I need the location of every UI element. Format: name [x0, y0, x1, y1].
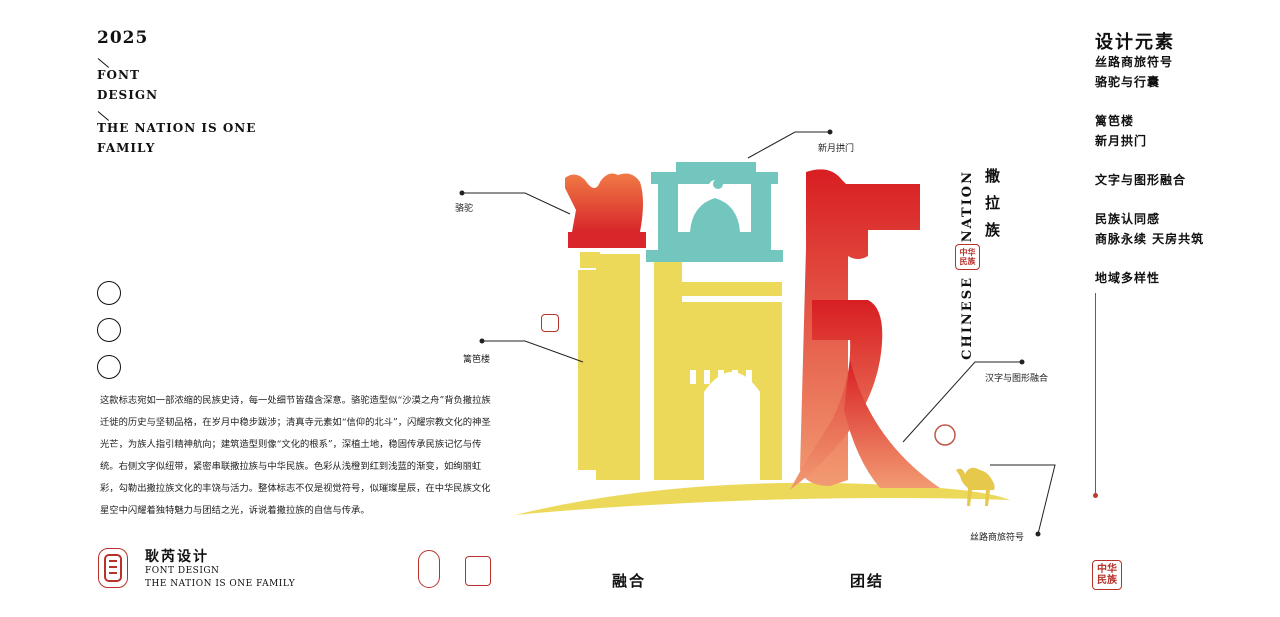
brand-sub1: FONT DESIGN: [145, 566, 220, 576]
header-design: DESIGN: [97, 88, 159, 102]
fence-building-block: [578, 252, 782, 480]
year-label: 2025: [97, 28, 149, 48]
right-item: 篱笆楼: [1095, 114, 1135, 128]
header-family: FAMILY: [97, 141, 156, 155]
right-item: 文字与图形融合: [1095, 173, 1187, 187]
red-character-block: [790, 169, 940, 490]
seal-char: 族: [1107, 575, 1117, 586]
right-accent-dot: [1093, 493, 1098, 498]
callout-fusion: 汉字与图形融合: [985, 374, 1049, 384]
camel-block: [565, 173, 646, 248]
brand-title: 耿芮设计: [145, 549, 209, 565]
word-fusion: 融合: [612, 572, 647, 590]
right-item: 骆驼与行囊: [1095, 75, 1161, 89]
vertical-nation: NATION: [960, 170, 975, 243]
round-emblem-icon: [934, 424, 956, 446]
right-item: 丝路商旅符号: [1095, 55, 1174, 69]
seal-pattern-icon: [104, 554, 122, 582]
seal-char: 民: [959, 256, 968, 266]
callout-camel: 骆驼: [455, 204, 474, 214]
seal-char: 华: [1107, 564, 1117, 575]
brand-sub2: THE NATION IS ONE FAMILY: [145, 579, 296, 589]
round-seal-icon: [418, 550, 440, 588]
square-seal-icon: [465, 556, 491, 586]
circle-ornament: [97, 281, 121, 305]
callout-silk-road: 丝路商旅符号: [970, 533, 1025, 543]
right-item: 商脉永续 天房共筑: [1095, 232, 1205, 246]
callout-lines: [462, 131, 1056, 535]
vertical-ethnic-name: 撒拉族: [983, 168, 1001, 249]
callout-moon-arch: 新月拱门: [818, 144, 855, 154]
small-camel-icon: [956, 467, 995, 506]
circle-ornament: [97, 318, 121, 342]
seal-char: 族: [967, 256, 976, 266]
header-nation: THE NATION IS ONE: [97, 121, 257, 135]
brand-seal-icon: [98, 548, 128, 588]
nation-seal-icon: 中华 民族: [1092, 560, 1122, 590]
seal-stamp-icon: [541, 314, 559, 332]
word-unity: 团结: [850, 572, 885, 590]
seal-char: 中: [1097, 564, 1107, 575]
vertical-chinese: CHINESE: [960, 276, 975, 360]
seal-char: 中: [959, 247, 968, 257]
callout-dots: [459, 129, 1041, 537]
header-font: FONT: [97, 68, 140, 82]
right-item: 地域多样性: [1095, 271, 1161, 285]
mosque-block: [646, 162, 783, 262]
nation-seal-icon: 中华 民族: [955, 244, 980, 270]
right-item: 新月拱门: [1095, 134, 1148, 148]
right-accent-line: [1095, 293, 1096, 495]
right-panel-heading: 设计元素: [1095, 32, 1175, 53]
description-text: 这款标志宛如一部浓缩的民族史诗，每一处细节皆蕴含深意。骆驼造型似“沙漠之舟”背负…: [100, 395, 491, 516]
circle-ornament: [97, 355, 121, 379]
seal-char: 华: [967, 247, 976, 257]
swoosh-base: [515, 482, 1010, 515]
right-item: 民族认同感: [1095, 212, 1161, 226]
seal-char: 民: [1097, 575, 1107, 586]
callout-fence-building: 篱笆楼: [463, 355, 491, 365]
